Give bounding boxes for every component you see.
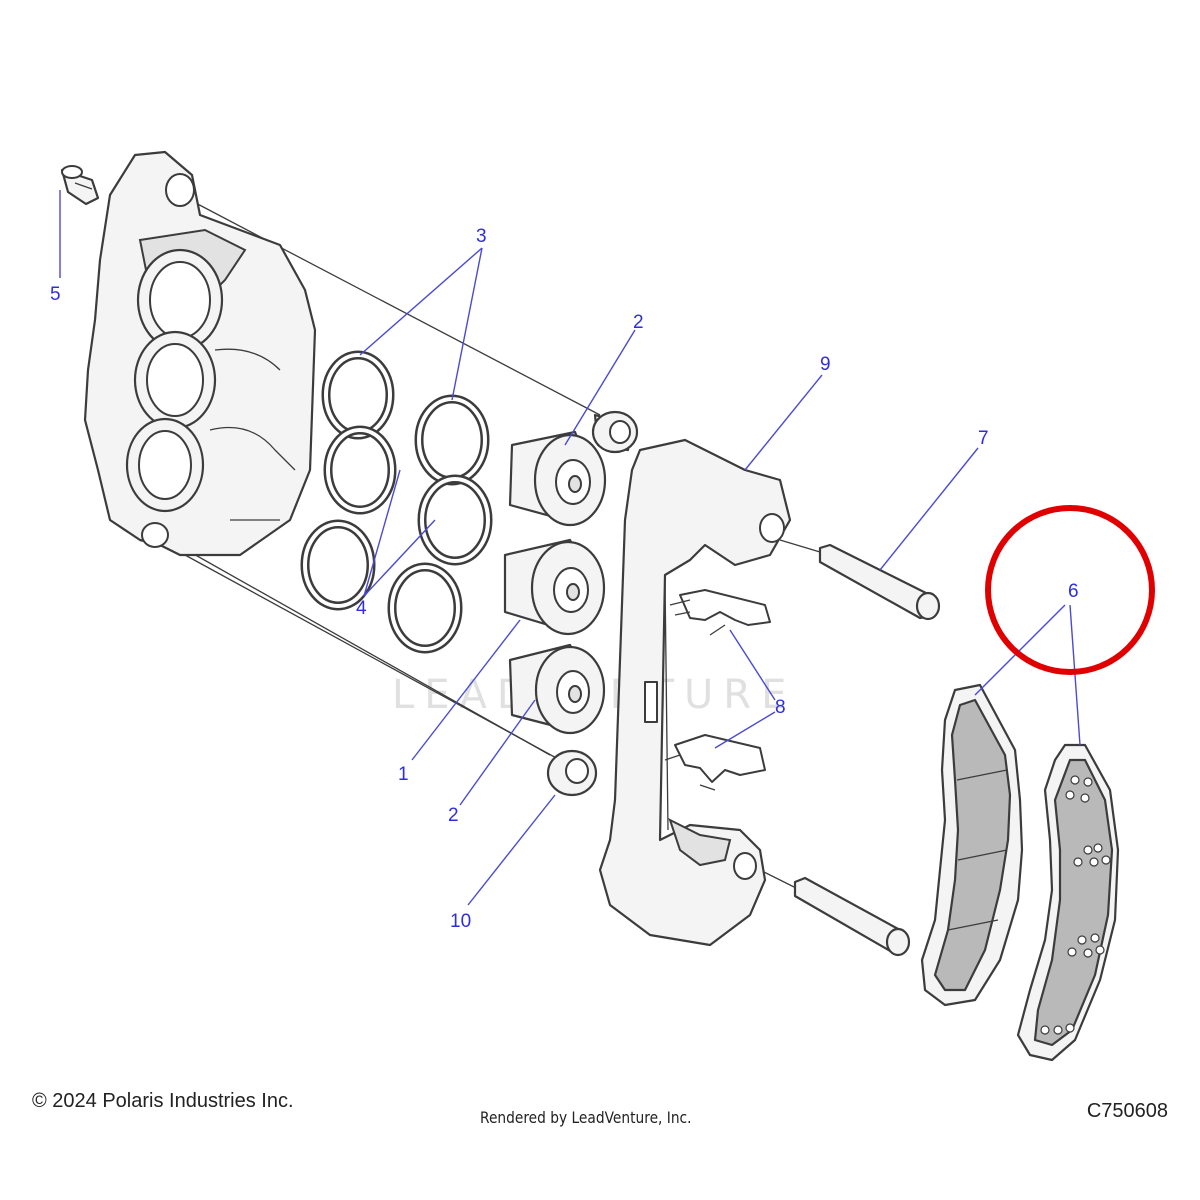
callout-1: 1 [398, 764, 409, 785]
callout-10: 10 [450, 911, 471, 932]
caliper-body-part [83, 150, 317, 557]
caliper-bracket-part [598, 438, 792, 947]
pad-clips-group [664, 589, 771, 791]
callout-5: 5 [50, 284, 61, 305]
bushings-group [546, 410, 639, 797]
copyright-text: © 2024 Polaris Industries Inc. [32, 1090, 294, 1112]
callout-9: 9 [820, 354, 831, 375]
pistons-group [503, 430, 607, 735]
callout-2-lower: 2 [448, 805, 459, 826]
brake-pads-group [920, 683, 1120, 1062]
callout-labels: 1 2 2 3 4 5 6 7 8 9 10 [50, 226, 1079, 932]
callout-2-upper: 2 [633, 312, 644, 333]
diagram-id-text: C750608 [1086, 1100, 1168, 1122]
pad-pins-group [793, 543, 941, 957]
rendered-by-text: Rendered by LeadVenture, Inc. [480, 1108, 692, 1127]
callout-6: 6 [1068, 581, 1079, 602]
callout-4: 4 [356, 598, 367, 619]
callout-7: 7 [978, 428, 989, 449]
highlight-circle [985, 505, 1155, 675]
piston-seals-group [300, 350, 493, 654]
bleeder-screw-part [60, 165, 100, 206]
callout-leaders [59, 190, 1081, 906]
callout-3: 3 [476, 226, 487, 247]
callout-8: 8 [775, 697, 786, 718]
